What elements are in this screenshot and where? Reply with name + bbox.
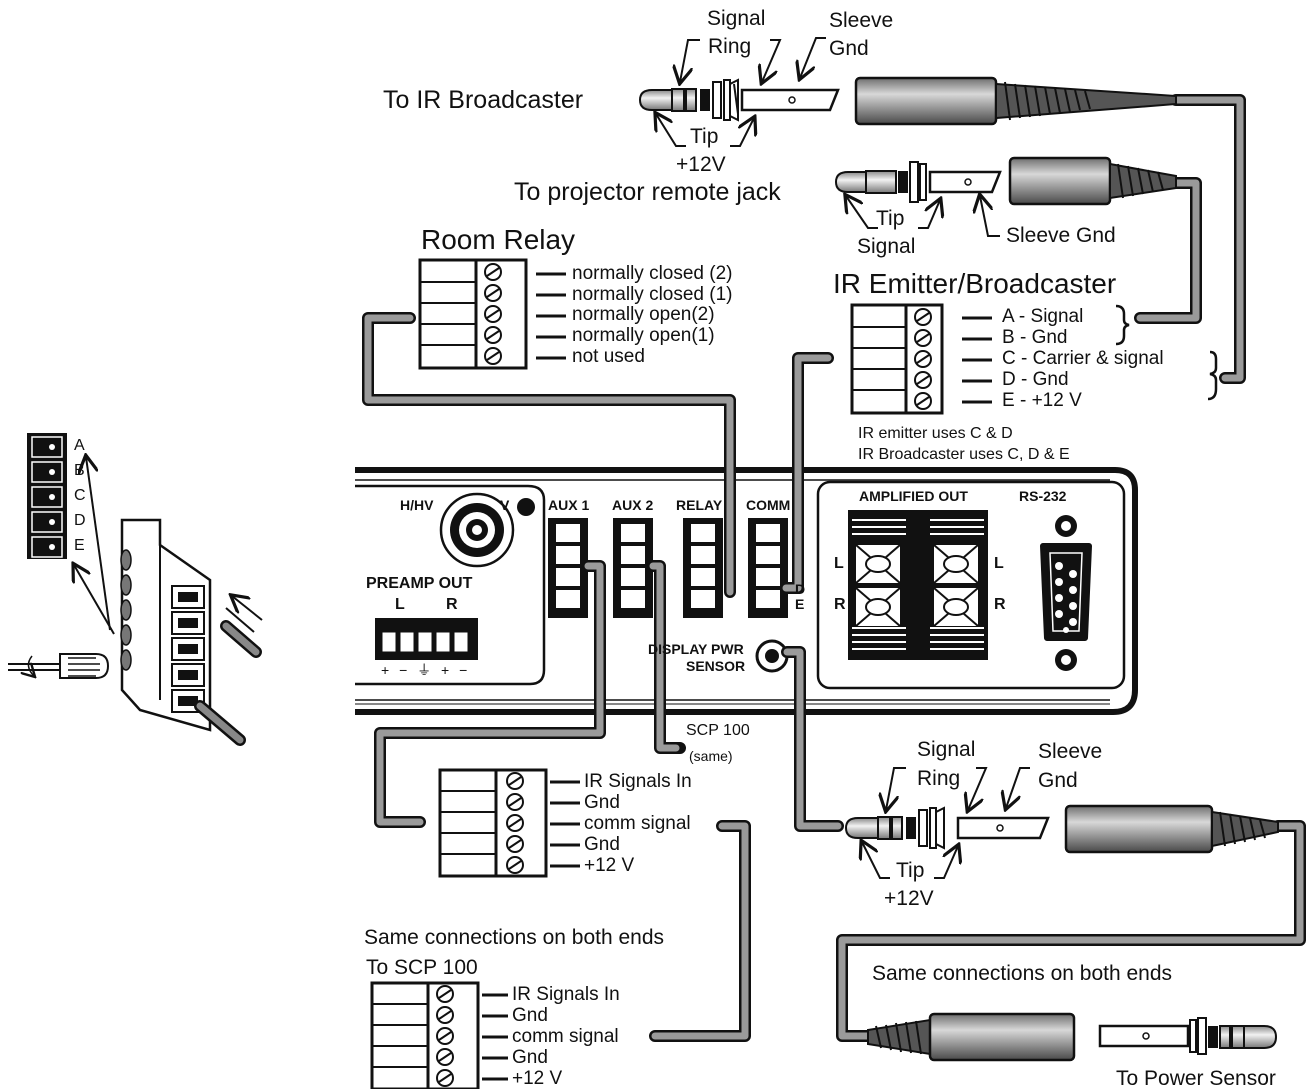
projector-signal-label: Signal [857,235,916,258]
room-relay-pin-3: normally open(2) [572,304,715,325]
scp-block-pin-2: Gnd [512,1005,548,1026]
display-pwr-sensor-jack [755,639,789,673]
comm-label: COMM [746,497,791,513]
amp-right-r-label: R [994,596,1006,613]
power-plug-gnd-label: Gnd [1038,769,1078,792]
rear-panel [355,467,1138,715]
aux-block-pin-2: Gnd [584,792,620,813]
ir-emitter-pin-d: D - Gnd [1002,369,1069,390]
ir-emitter-note-1: IR emitter uses C & D [858,425,1013,442]
aux-block-pin-5: +12 V [584,855,635,876]
bottom-cable-end [867,1012,1076,1062]
room-relay-pin-4: normally open(1) [572,325,715,346]
amp-left-r-label: R [834,596,846,613]
ir-broadcaster-12v-label: +12V [676,153,726,176]
rs232-label: RS-232 [1019,488,1067,504]
preamp-pin-labels: + − ⏚ + − [381,662,471,678]
comm-e-label: E [795,596,805,612]
ir-broadcaster-tip-label: Tip [690,125,719,148]
ir-broadcaster-gnd-label: Gnd [829,37,869,60]
room-relay-pin-2: normally closed (1) [572,284,733,305]
bnc-connector [439,492,515,568]
preamp-out-label: PREAMP OUT [366,575,473,592]
preamp-r-label: R [446,596,458,613]
sensor-label: SENSOR [686,658,746,674]
power-plug-12v-label: +12V [884,887,934,910]
projector-tip-label: Tip [876,207,905,230]
power-sensor-title: To Power Sensor [1116,1067,1276,1090]
room-relay-pin-5: not used [572,346,645,367]
ir-broadcaster-title: To IR Broadcaster [383,86,584,114]
relay-label: RELAY [676,497,723,513]
aux-block-pin-1: IR Signals In [584,771,692,792]
power-plug-signal-label: Signal [917,738,976,761]
inset-letter-d: D [74,512,86,529]
power-sensor-device [1098,1017,1278,1055]
room-relay-pin-1: normally closed (2) [572,263,733,284]
scp-block-pin-5: +12 V [512,1068,563,1089]
ir-broadcaster-sleeve-label: Sleeve [829,9,894,32]
projector-plug [834,156,1177,237]
comm-d-label: D [795,581,806,597]
inset-letter-b: B [74,462,85,479]
ir-emitter-pin-b: B - Gnd [1002,327,1068,348]
inset-letter-c: C [74,487,86,504]
amp-right-l-label: L [994,555,1004,572]
power-plug-ring-label: Ring [917,767,961,790]
aux2-connector [613,518,653,618]
scp-note-line-2: (same) [689,748,733,764]
scp-block-pin-4: Gnd [512,1047,548,1068]
scp-note-line-1: SCP 100 [686,722,750,739]
room-relay-title: Room Relay [421,224,576,255]
comm-connector [748,518,788,618]
scp-block-pin-1: IR Signals In [512,984,620,1005]
preamp-l-label: L [395,596,405,613]
ir-emitter-note-2: IR Broadcaster uses C, D & E [858,446,1070,463]
ir-emitter-pin-e: E - +12 V [1002,390,1082,411]
display-pwr-label: DISPLAY PWR [648,641,744,657]
power-sensor-note: Same connections on both ends [872,962,1173,985]
ir-broadcaster-ring-label: Ring [708,35,752,58]
power-plug-sleeve-label: Sleeve [1038,740,1103,763]
aux-terminal-block [438,768,580,878]
preamp-out-connector [375,618,478,660]
relay-connector [683,518,723,618]
scp-block-note: Same connections on both ends [364,926,665,949]
hhv-label: H/HV [400,497,434,513]
amplified-out-terminals [848,510,988,660]
connector-inset [8,433,263,746]
aux2-label: AUX 2 [612,497,654,513]
ir-emitter-terminal-block [850,303,1218,415]
power-sensor-plug [844,767,1279,879]
inset-letter-a: A [74,437,85,454]
ir-emitter-pin-a: A - Signal [1002,306,1084,327]
aux1-connector [548,518,588,618]
ir-emitter-title: IR Emitter/Broadcaster [833,268,1117,299]
ir-broadcaster-plug [638,37,1177,147]
amp-left-l-label: L [834,555,844,572]
scp-block-title: To SCP 100 [366,956,478,979]
v-label: V [500,497,510,513]
cables [362,94,1306,1042]
room-relay-terminal-block [418,258,566,370]
power-plug-tip-label: Tip [896,859,925,882]
projector-sleeve-gnd-label: Sleeve Gnd [1006,224,1116,247]
v-indicator-dot [517,498,535,516]
amplified-out-label: AMPLIFIED OUT [859,488,968,504]
scp-block-pin-3: comm signal [512,1026,619,1047]
aux1-label: AUX 1 [548,497,590,513]
projector-title: To projector remote jack [514,178,781,206]
scp-terminal-block [370,981,508,1089]
aux-block-pin-4: Gnd [584,834,620,855]
ir-emitter-pin-c: C - Carrier & signal [1002,348,1164,369]
aux-block-pin-3: comm signal [584,813,691,834]
inset-letter-e: E [74,537,85,554]
rs232-port [1040,515,1092,671]
ir-broadcaster-signal-label: Signal [707,7,766,30]
